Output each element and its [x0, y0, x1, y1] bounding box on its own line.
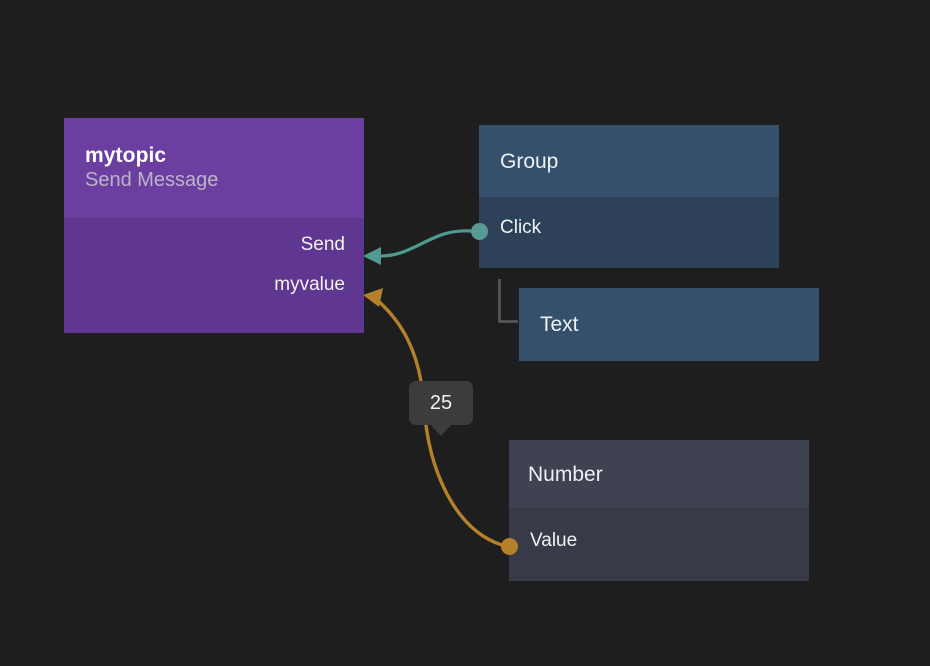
node-mytopic-subtitle: Send Message — [85, 169, 219, 191]
port-value-label: Value — [530, 530, 578, 551]
node-group-title: Group — [500, 149, 559, 173]
node-mytopic-header[interactable]: mytopic Send Message — [64, 118, 364, 218]
edge-value-badge[interactable]: 25 — [409, 381, 473, 436]
edge-click-to-send[interactable] — [374, 229, 473, 258]
port-myvalue-label: myvalue — [274, 274, 345, 295]
node-mytopic[interactable]: mytopic Send Message Send myvalue — [64, 118, 364, 333]
node-group-header[interactable]: Group — [479, 125, 779, 197]
node-number[interactable]: Number Value — [509, 440, 809, 581]
node-mytopic-body[interactable]: Send myvalue — [64, 218, 364, 333]
node-number-body[interactable]: Value — [509, 508, 809, 581]
port-send-label: Send — [300, 234, 345, 255]
port-value-dot[interactable] — [501, 538, 518, 555]
node-number-header[interactable]: Number — [509, 440, 809, 508]
port-click-dot[interactable] — [471, 223, 488, 240]
edge-value-badge-pointer — [430, 424, 452, 436]
edge-click-to-send-arrowhead — [363, 247, 381, 265]
port-send[interactable]: Send — [301, 234, 345, 256]
edge-value-badge-text: 25 — [429, 392, 453, 414]
port-myvalue[interactable]: myvalue — [274, 274, 345, 296]
node-number-title: Number — [528, 462, 603, 486]
node-text[interactable]: Text — [519, 288, 819, 361]
port-value[interactable]: Value — [530, 530, 577, 552]
edge-value-to-myvalue-arrowhead — [363, 288, 383, 307]
node-text-header[interactable]: Text — [519, 288, 819, 361]
port-click[interactable]: Click — [500, 217, 541, 239]
node-mytopic-title: mytopic — [85, 144, 167, 167]
node-group[interactable]: Group Click — [479, 125, 779, 268]
group-to-text-bracket — [498, 279, 518, 323]
port-click-label: Click — [500, 217, 542, 238]
node-group-body[interactable]: Click — [479, 197, 779, 268]
node-text-title: Text — [540, 313, 579, 336]
